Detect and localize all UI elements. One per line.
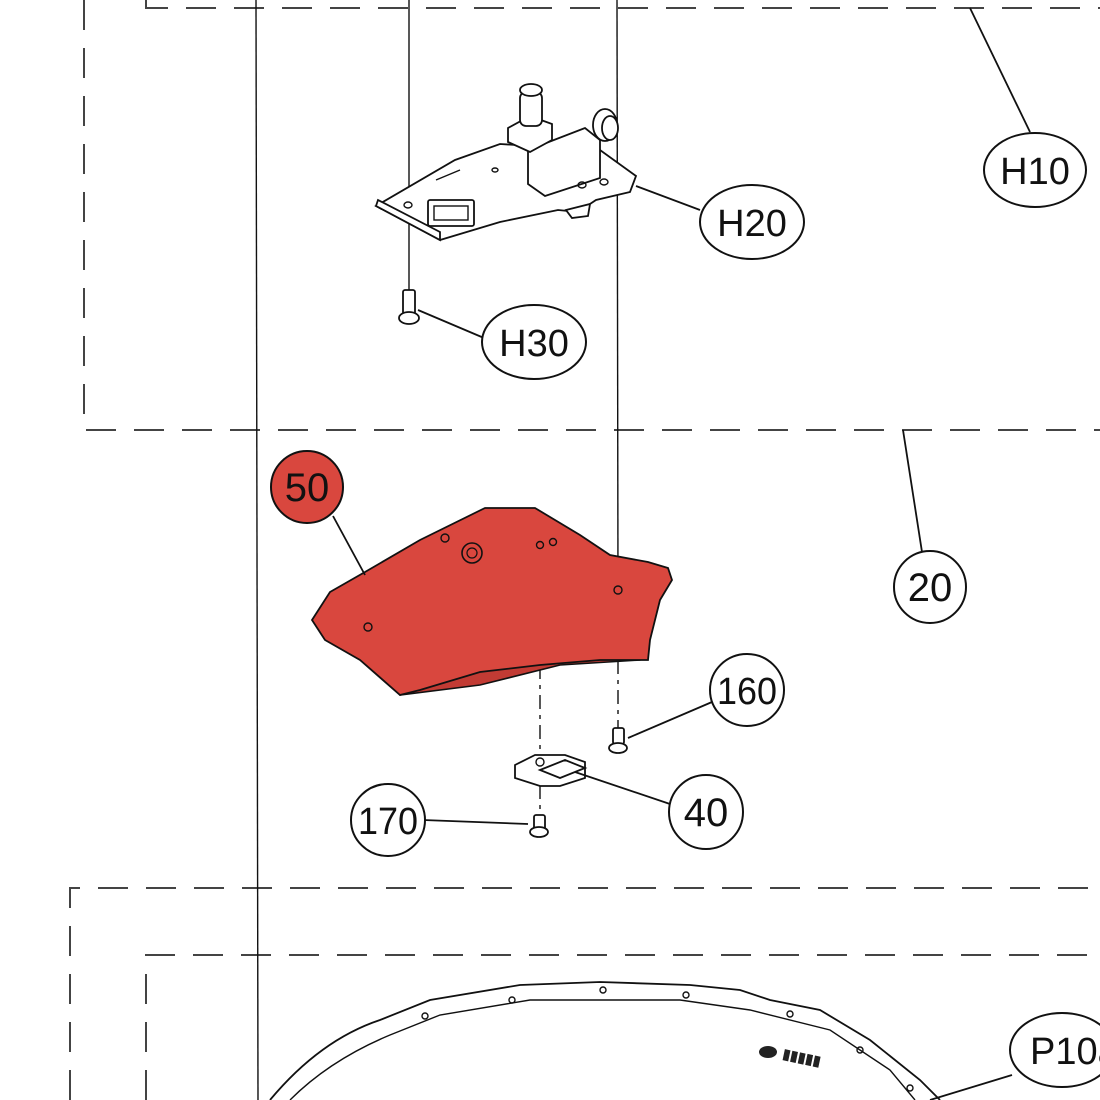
callout-40: 40: [668, 774, 744, 850]
svg-text:▮▮▮▮▮: ▮▮▮▮▮: [781, 1045, 822, 1069]
part-40-bracket: [514, 754, 588, 787]
part-p10a-drum-frame: ▮▮▮▮▮: [269, 981, 941, 1100]
callout-h30: H30: [481, 304, 587, 380]
upper-assembly-boundary: [83, 0, 1100, 431]
callout-h20-label: H20: [717, 203, 787, 245]
assembly-guide-lines: [255, 0, 619, 1100]
part-170-screw: [529, 814, 549, 838]
callout-20-label: 20: [908, 566, 953, 610]
leader-lines: [332, 7, 1031, 1100]
callout-20: 20: [893, 550, 967, 624]
lower-assembly-boundary: [69, 887, 1100, 1100]
callout-170-label: 170: [358, 801, 418, 843]
callout-h20: H20: [699, 184, 805, 260]
callout-160: 160: [709, 653, 785, 727]
part-160-screw: [608, 727, 628, 754]
callout-40-label: 40: [684, 791, 729, 835]
callout-50: 50: [270, 450, 344, 524]
callout-h10-label: H10: [1000, 151, 1070, 193]
callout-160-label: 160: [717, 671, 777, 713]
callout-h10: H10: [983, 132, 1087, 208]
callout-50-label: 50: [285, 466, 330, 510]
part-50-plate: [310, 507, 673, 696]
part-h30-screw: [398, 289, 420, 325]
callout-p10a: P10a: [1009, 1012, 1100, 1088]
callout-170: 170: [350, 783, 426, 857]
callout-p10a-label: P10a: [1030, 1031, 1100, 1073]
callout-h30-label: H30: [499, 323, 569, 365]
part-h20-circuit-board: [374, 83, 638, 242]
